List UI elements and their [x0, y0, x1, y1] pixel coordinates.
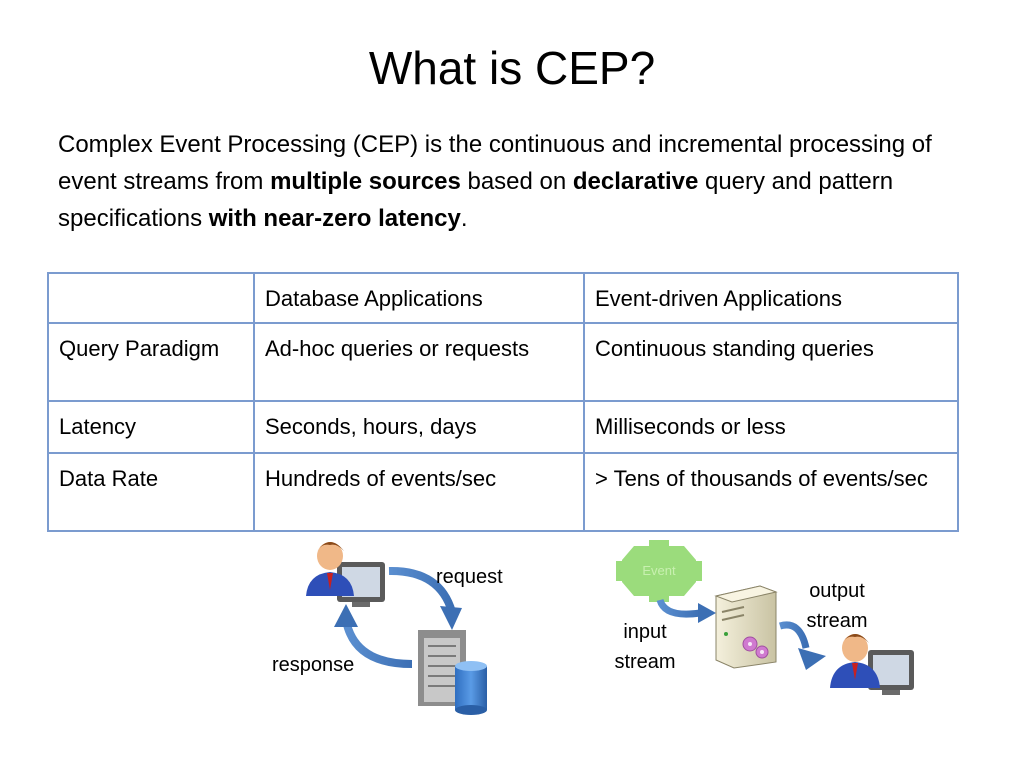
table-cell: Seconds, hours, days	[253, 400, 585, 454]
input-stream-arrow-icon	[656, 598, 701, 618]
event-gear-label: Event	[642, 563, 676, 578]
intro-text-4: .	[460, 205, 468, 232]
user-at-computer-icon	[306, 542, 385, 607]
database-icon	[455, 661, 487, 715]
table-cell: Query Paradigm	[47, 322, 255, 402]
table-header-row: Database Applications Event-driven Appli…	[47, 272, 959, 324]
output-arrowhead-icon	[798, 648, 826, 670]
intro-text-2: based on	[460, 168, 573, 195]
table-cell: Milliseconds or less	[583, 400, 959, 454]
output-stream-arrow-icon	[778, 621, 810, 649]
comparison-table: Database Applications Event-driven Appli…	[47, 272, 959, 532]
request-arrowhead-icon	[440, 606, 462, 630]
table-row: Latency Seconds, hours, days Millisecond…	[47, 400, 959, 454]
request-label: request	[436, 566, 503, 588]
intro-bold-declarative: declarative	[572, 168, 699, 195]
processing-server-icon	[714, 585, 778, 669]
cep-diagram: Event	[306, 540, 914, 715]
output-stream-label: output stream	[806, 580, 868, 632]
intro-bold-multiple-sources: multiple sources	[270, 168, 461, 195]
request-arrow-icon	[388, 566, 456, 614]
intro-bold-latency: with near-zero latency	[208, 205, 461, 232]
table-row: Query Paradigm Ad-hoc queries or request…	[47, 322, 959, 402]
response-label: response	[272, 654, 355, 676]
table-header-cell	[47, 272, 255, 324]
intro-paragraph: Complex Event Processing (CEP) is the co…	[58, 126, 958, 237]
response-arrowhead-icon	[334, 604, 358, 627]
table-cell: Latency	[47, 400, 255, 454]
page-title: What is CEP?	[368, 42, 656, 94]
input-stream-label: input stream	[614, 621, 676, 673]
input-arrowhead-icon	[698, 603, 716, 623]
table-cell: Hundreds of events/sec	[253, 452, 585, 532]
table-cell: Ad-hoc queries or requests	[253, 322, 585, 402]
table-header-cell: Event-driven Applications	[583, 272, 959, 324]
table-cell: Data Rate	[47, 452, 255, 532]
table-cell: > Tens of thousands of events/sec	[583, 452, 959, 532]
table-header-cell: Database Applications	[253, 272, 585, 324]
gear-icon	[616, 540, 702, 602]
table-row: Data Rate Hundreds of events/sec > Tens …	[47, 452, 959, 532]
user-at-computer-icon	[830, 634, 914, 695]
intro-text-3: query and pattern specifications	[58, 168, 894, 232]
response-arrow-icon	[342, 619, 413, 668]
table-cell: Continuous standing queries	[583, 322, 959, 402]
intro-text-1: Complex Event Processing (CEP) is the co…	[58, 131, 932, 195]
